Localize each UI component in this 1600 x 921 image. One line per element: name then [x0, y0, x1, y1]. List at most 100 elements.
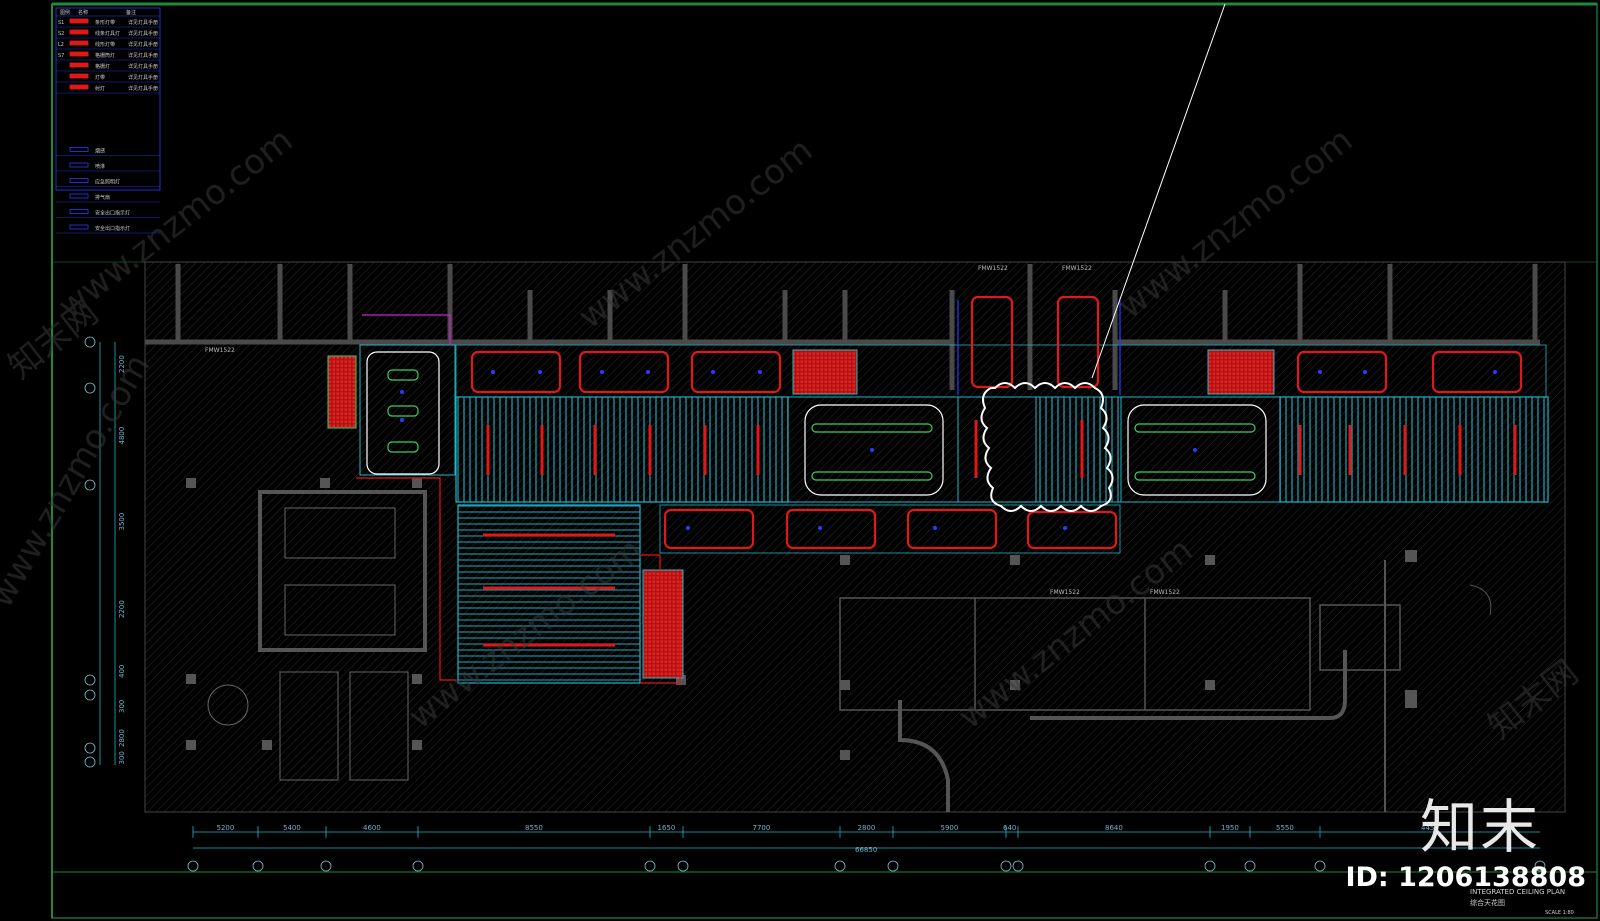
legend-name: 灯带 — [95, 74, 105, 81]
floor-plan — [144, 261, 1566, 813]
left-dimension-label: 3500 — [118, 513, 126, 531]
grid-bubble-icon — [320, 860, 332, 872]
legend-note: 详见灯具手册 — [128, 52, 158, 59]
legend-row: L2 线形灯带 详见灯具手册 — [56, 40, 160, 50]
grid-bubble-icon — [84, 742, 96, 754]
legend-row: S7 格栅筒灯 详见灯具手册 — [56, 51, 160, 61]
legend-name: 线条灯具灯 — [95, 30, 120, 37]
dimension-label: 5550 — [1276, 824, 1294, 832]
legend-symbol-icon — [69, 62, 89, 68]
grid-bubble-icon — [252, 860, 264, 872]
total-dimension: 66850 — [855, 846, 877, 854]
legend-note: 详见灯具手册 — [128, 41, 158, 48]
legend-symbol-icon — [69, 178, 89, 183]
legend-header-code: 图例 — [60, 9, 70, 16]
legend-name: 烟感 — [95, 148, 105, 155]
sprinkler-dots — [400, 370, 1497, 530]
left-dimension-label: 300 — [118, 751, 126, 764]
legend-row: 安全出口指示灯 — [56, 209, 160, 218]
brand-logo: 知末 — [1419, 793, 1540, 861]
dimension-label: 4600 — [363, 824, 381, 832]
legend-name: 安全出口指示灯 — [95, 225, 130, 232]
legend-header-name: 名称 — [78, 9, 88, 16]
legend-row: 烟感 — [56, 147, 160, 156]
legend-note: 详见灯具手册 — [128, 74, 158, 81]
drawing-scale: SCALE 1:80 — [1545, 910, 1574, 916]
legend-name: 射灯 — [95, 85, 105, 92]
ceiling-corridor — [359, 344, 1549, 684]
drawing-title-en: INTEGRATED CEILING PLAN — [1470, 888, 1566, 896]
svg-text:知末网: 知末网 — [1, 293, 106, 387]
left-dimension-label: 2200 — [118, 355, 126, 373]
left-dimension-label: 2800 — [118, 729, 126, 747]
linear-lights — [483, 420, 1517, 647]
dimension-label: 640 — [1003, 824, 1016, 832]
grid-bubble-icon — [412, 860, 424, 872]
dimension-label: 8550 — [525, 824, 543, 832]
legend-name: 条形灯带 — [95, 19, 115, 26]
legend-row: 喷淋 — [56, 162, 160, 172]
dimension-label: 8640 — [1105, 824, 1123, 832]
grid-bubble-icon — [887, 860, 899, 872]
room-label: FMW1522 — [1150, 589, 1180, 596]
legend-name: 喷淋 — [95, 163, 105, 170]
legend-symbol-icon — [69, 147, 89, 152]
legend-symbol-icon — [69, 209, 89, 214]
legend-symbol-icon — [69, 40, 89, 46]
legend-name: 安全出口指示灯 — [95, 210, 130, 217]
legend-row: 射灯详见灯具手册 — [56, 84, 160, 94]
dimension-label: 4450 — [1421, 824, 1439, 832]
grid-bubble-icon — [677, 860, 689, 872]
grid-bubble-icon — [1314, 860, 1326, 872]
legend-symbol-icon — [69, 18, 89, 24]
dimension-label: 1950 — [1221, 824, 1239, 832]
legend-row: 格栅灯 详见灯具手册 — [56, 62, 160, 72]
rounded-fixtures — [470, 295, 1523, 550]
legend-name: 线形灯带 — [95, 41, 115, 48]
grid-bubble-icon — [834, 860, 846, 872]
legend-name: 格栅灯 — [95, 63, 110, 70]
legend-name: 排气扇 — [95, 194, 110, 201]
legend-code: L2 — [58, 42, 64, 48]
grid-bubble-icon — [84, 336, 96, 348]
grid-bubble-icon — [1534, 860, 1546, 872]
grid-bubble-icon — [187, 860, 199, 872]
legend-name: 应急照明灯 — [95, 179, 120, 186]
legend-header-note: 备注 — [126, 9, 136, 16]
legend-symbol-icon — [69, 51, 89, 57]
legend-row: 应急照明灯 — [56, 178, 160, 187]
legend-name: 格栅筒灯 — [95, 52, 115, 59]
grid-bubble-icon — [644, 860, 656, 872]
grille-panels — [327, 349, 1275, 679]
legend-row: 排气扇 — [56, 193, 160, 203]
id-label: ID: 1206138808 — [1345, 862, 1586, 893]
room-label: FMW1522 — [1062, 265, 1092, 272]
dimension-label: 5400 — [283, 824, 301, 832]
left-dimension-label: 2200 — [118, 600, 126, 618]
legend-symbol-icon — [69, 84, 89, 90]
left-dimension-label: 300 — [118, 700, 126, 713]
grid-bubble-icon — [1000, 860, 1012, 872]
grid-bubble-icon — [84, 479, 96, 491]
legend-code: S7 — [58, 53, 64, 59]
grid-bubble-icon — [84, 674, 96, 686]
legend-row: 灯带 详见灯具手册 — [56, 73, 160, 83]
dimension-label: 1650 — [658, 824, 676, 832]
legend-code: S2 — [58, 31, 64, 37]
grid-bubble-icon — [84, 689, 96, 701]
grid-bubble-icon — [84, 382, 96, 394]
grid-bubble-icon — [1244, 860, 1256, 872]
grid-bubble-icon — [84, 756, 96, 768]
legend-note: 详见灯具手册 — [128, 63, 158, 70]
dimension-label: 5900 — [941, 824, 959, 832]
drawing-title-cn: 综合天花图 — [1470, 899, 1505, 907]
grid-bubbles — [84, 336, 1546, 872]
legend-symbol-icon — [69, 224, 89, 230]
dimension-label: 7700 — [753, 824, 771, 832]
